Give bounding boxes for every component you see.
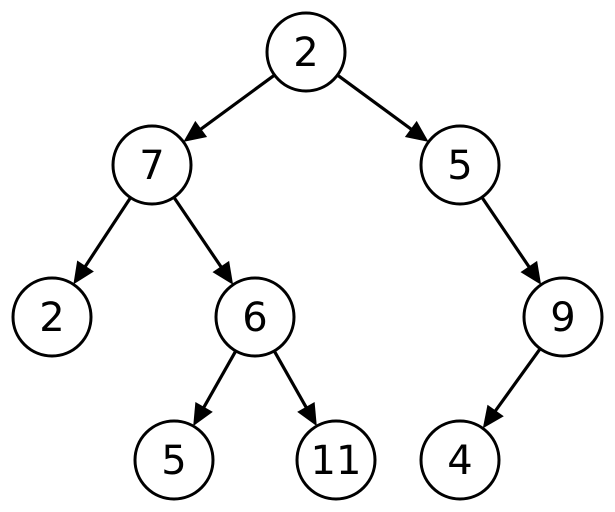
node-circle [295,419,377,501]
tree-node-n9: 4 [419,419,501,501]
node-circle [214,276,296,358]
edge-line-n5-n7 [201,350,238,410]
arrow-head-n1-n3 [404,120,429,142]
node-circle [265,11,347,93]
edge-line-n1-n3 [336,73,414,132]
node-circle [522,276,604,358]
arrow-head-n3-n6 [520,260,542,285]
node-circle [419,124,501,206]
tree-node-n5: 6 [214,276,296,358]
tree-node-n6: 9 [522,276,604,358]
edges-layer [73,73,542,429]
edge-line-n3-n6 [480,196,532,270]
arrow-head-n2-n5 [212,260,234,285]
edge-line-n6-n9 [493,347,542,414]
node-label: 5 [161,438,186,484]
node-label: 5 [447,143,472,189]
tree-node-n1: 2 [265,11,347,93]
arrow-head-n2-n4 [73,260,94,285]
tree-node-n4: 2 [11,276,93,358]
node-circle [11,276,93,358]
node-label: 6 [242,295,267,341]
node-label: 2 [293,30,318,76]
arrow-head-n1-n2 [183,120,208,142]
edge-line-n1-n2 [198,73,276,132]
edge-line-n5-n8 [272,350,309,410]
node-circle [111,124,193,206]
node-label: 2 [39,295,64,341]
arrow-head-n5-n8 [297,402,317,427]
tree-node-n3: 5 [419,124,501,206]
tree-node-n7: 5 [133,419,215,501]
node-label: 4 [447,438,472,484]
arrow-head-n5-n7 [193,402,213,427]
tree-node-n2: 7 [111,124,193,206]
node-label: 7 [139,143,164,189]
tree-node-n8: 11 [295,419,377,501]
node-label: 9 [550,295,575,341]
edge-line-n2-n5 [172,196,224,270]
node-circle [133,419,215,501]
node-circle [419,419,501,501]
edge-line-n2-n4 [83,196,132,269]
nodes-layer: 2 7 5 2 6 9 5 11 4 [11,11,604,501]
arrow-head-n6-n9 [482,404,504,429]
node-label: 11 [311,438,362,484]
